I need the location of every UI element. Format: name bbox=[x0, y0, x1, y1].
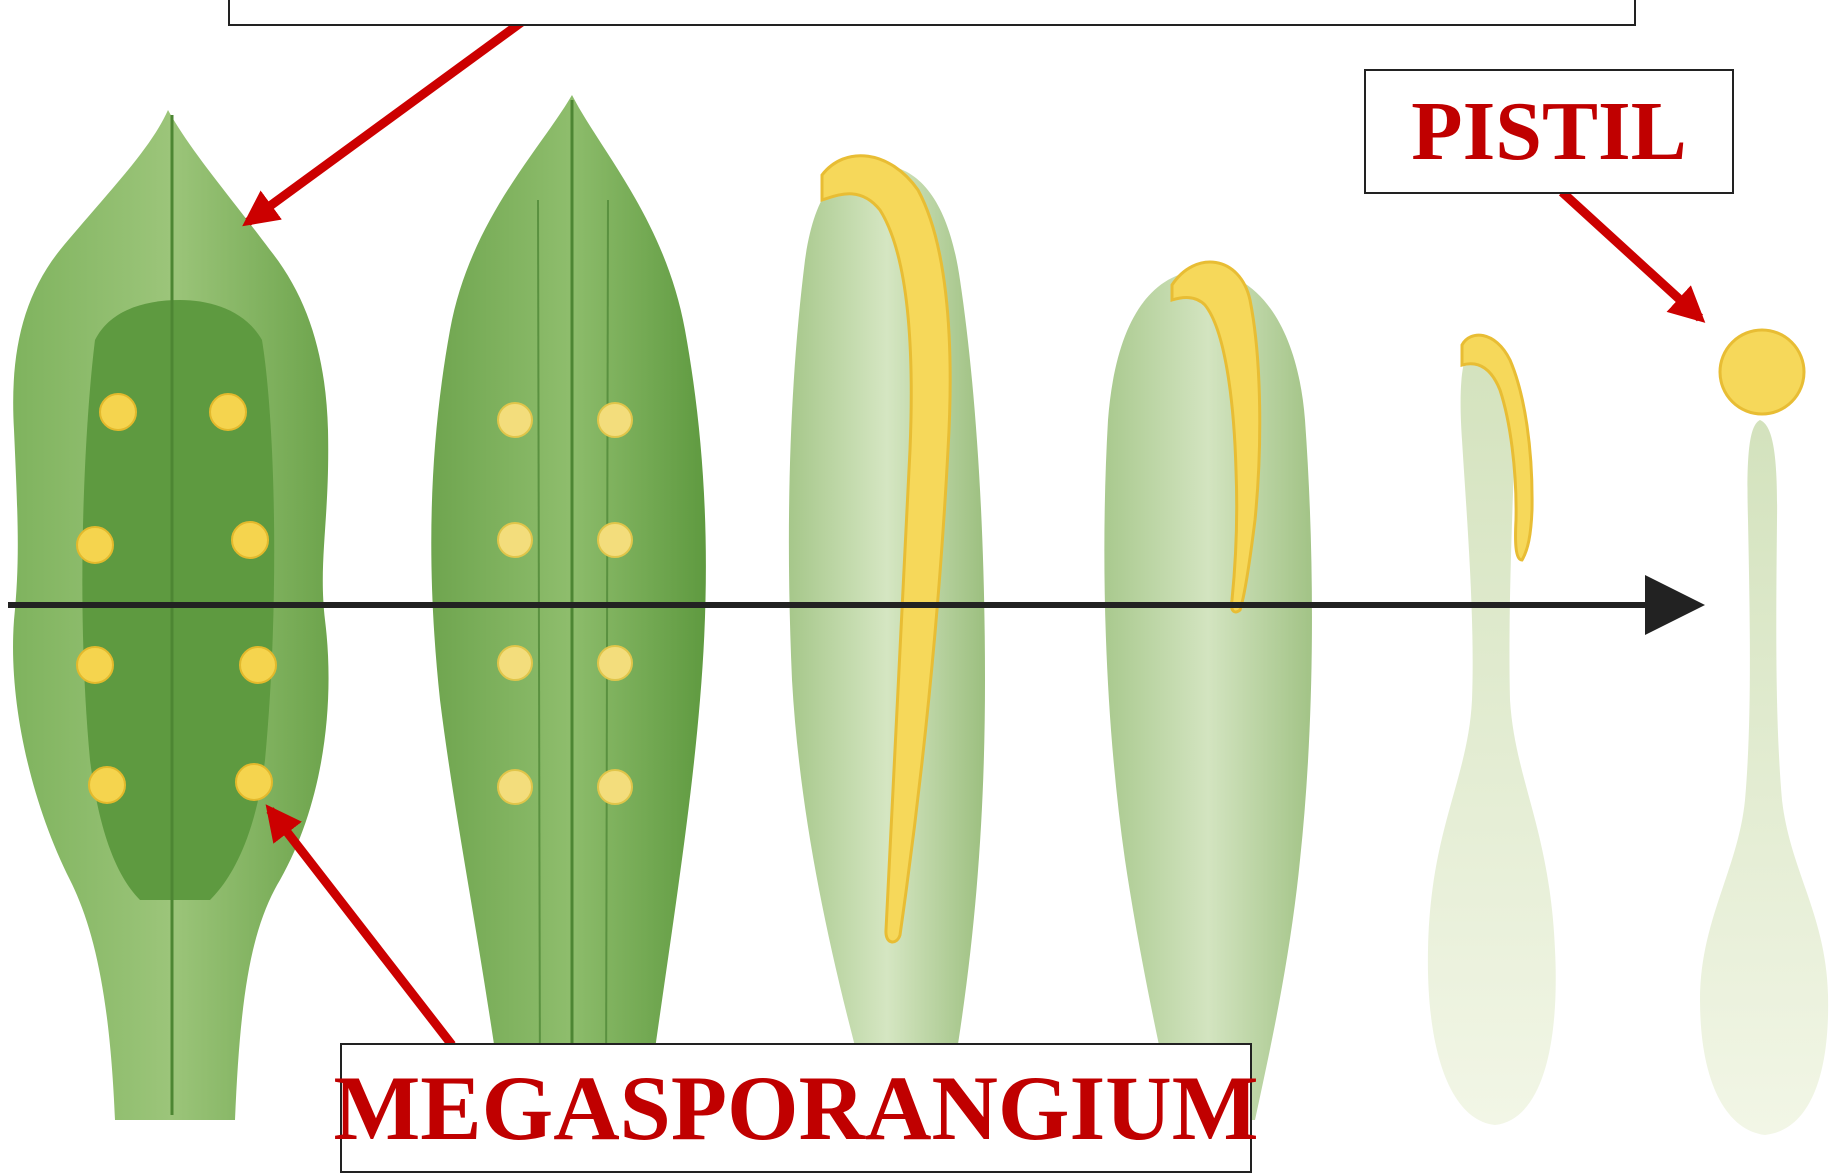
stage-5-carpel-with-style bbox=[1428, 335, 1556, 1125]
stage-4-closed-carpel bbox=[1104, 262, 1312, 1120]
top-pointer-arrow bbox=[248, 5, 545, 222]
stage-3-closed-carpel bbox=[789, 156, 985, 1120]
megasporangium-label: MEGASPORANGIUM bbox=[340, 1043, 1252, 1173]
stage-6-pistil bbox=[1700, 330, 1828, 1135]
pistil-label: PISTIL bbox=[1364, 69, 1734, 194]
top-label-box bbox=[228, 0, 1636, 26]
megasporangium-pointer-arrow bbox=[270, 810, 452, 1045]
pistil-pointer-arrow bbox=[1562, 192, 1700, 318]
stage-6-stigma bbox=[1720, 330, 1804, 414]
stage-1-open-carpel bbox=[13, 110, 329, 1120]
